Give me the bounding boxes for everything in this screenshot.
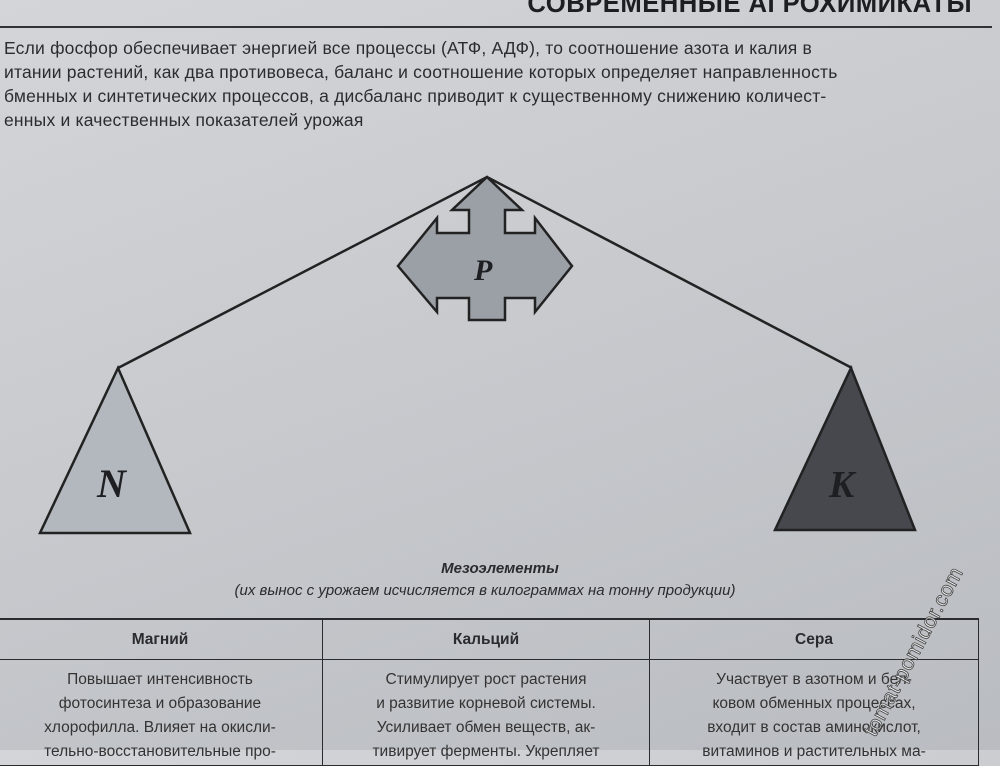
intro-line: енных и качественных показателей урожая — [4, 110, 364, 130]
cell-line: ковом обменных процессах, — [712, 695, 916, 712]
table-header-row: Магний Кальций Сера — [0, 618, 979, 660]
label-p: P — [473, 254, 493, 287]
cell-line: Усиливает обмен веществ, ак- — [376, 719, 596, 736]
mesoelements-table: Магний Кальций Сера Повышает интенсивнос… — [0, 618, 979, 766]
phosphorus-arrows-icon — [396, 175, 574, 322]
column-header-magnesium: Магний — [0, 618, 323, 660]
cell-line: Участвует в азотном и бел- — [716, 671, 912, 688]
intro-line: бменных и синтетических процессов, а дис… — [4, 86, 827, 106]
cell-line: и развитие корневой системы. — [376, 695, 596, 712]
cell-line: тивирует ферменты. Укрепляет — [372, 743, 600, 760]
cell-line: тельно-восстановительные про- — [44, 743, 276, 760]
cell-line: Стимулирует рост растения — [385, 671, 587, 688]
cell-line: Повышает интенсивность — [67, 671, 253, 688]
intro-line: итании растений, как два противовеса, ба… — [4, 62, 838, 82]
table-cell-sulfur: Участвует в азотном и бел- ковом обменны… — [649, 659, 979, 766]
cell-line: хлорофилла. Влияет на окисли- — [44, 719, 276, 736]
column-header-calcium: Кальций — [322, 618, 650, 660]
section-title: Мезоэлементы — [441, 560, 559, 577]
cell-line: входит в состав аминокислот, — [707, 719, 921, 736]
label-n: N — [96, 461, 128, 506]
cell-line: витаминов и растительных ма- — [702, 743, 926, 760]
potassium-triangle — [773, 364, 917, 532]
cell-line: фотосинтеза и образование — [58, 695, 262, 712]
section-subtitle: (их вынос с урожаем исчисляется в килогр… — [234, 582, 736, 599]
intro-paragraph: Если фосфор обеспечивает энергией все пр… — [4, 36, 994, 132]
header-divider — [0, 26, 992, 28]
intro-line: Если фосфор обеспечивает энергией все пр… — [4, 38, 813, 58]
table-cell-magnesium: Повышает интенсивность фотосинтеза и обр… — [0, 659, 323, 766]
page-header-title: СОВРЕМЕННЫЕ АГРОХИМИКАТЫ — [527, 0, 972, 18]
npk-balance-diagram: P N K — [38, 175, 917, 535]
label-k: K — [828, 464, 857, 506]
nitrogen-triangle — [38, 364, 192, 535]
